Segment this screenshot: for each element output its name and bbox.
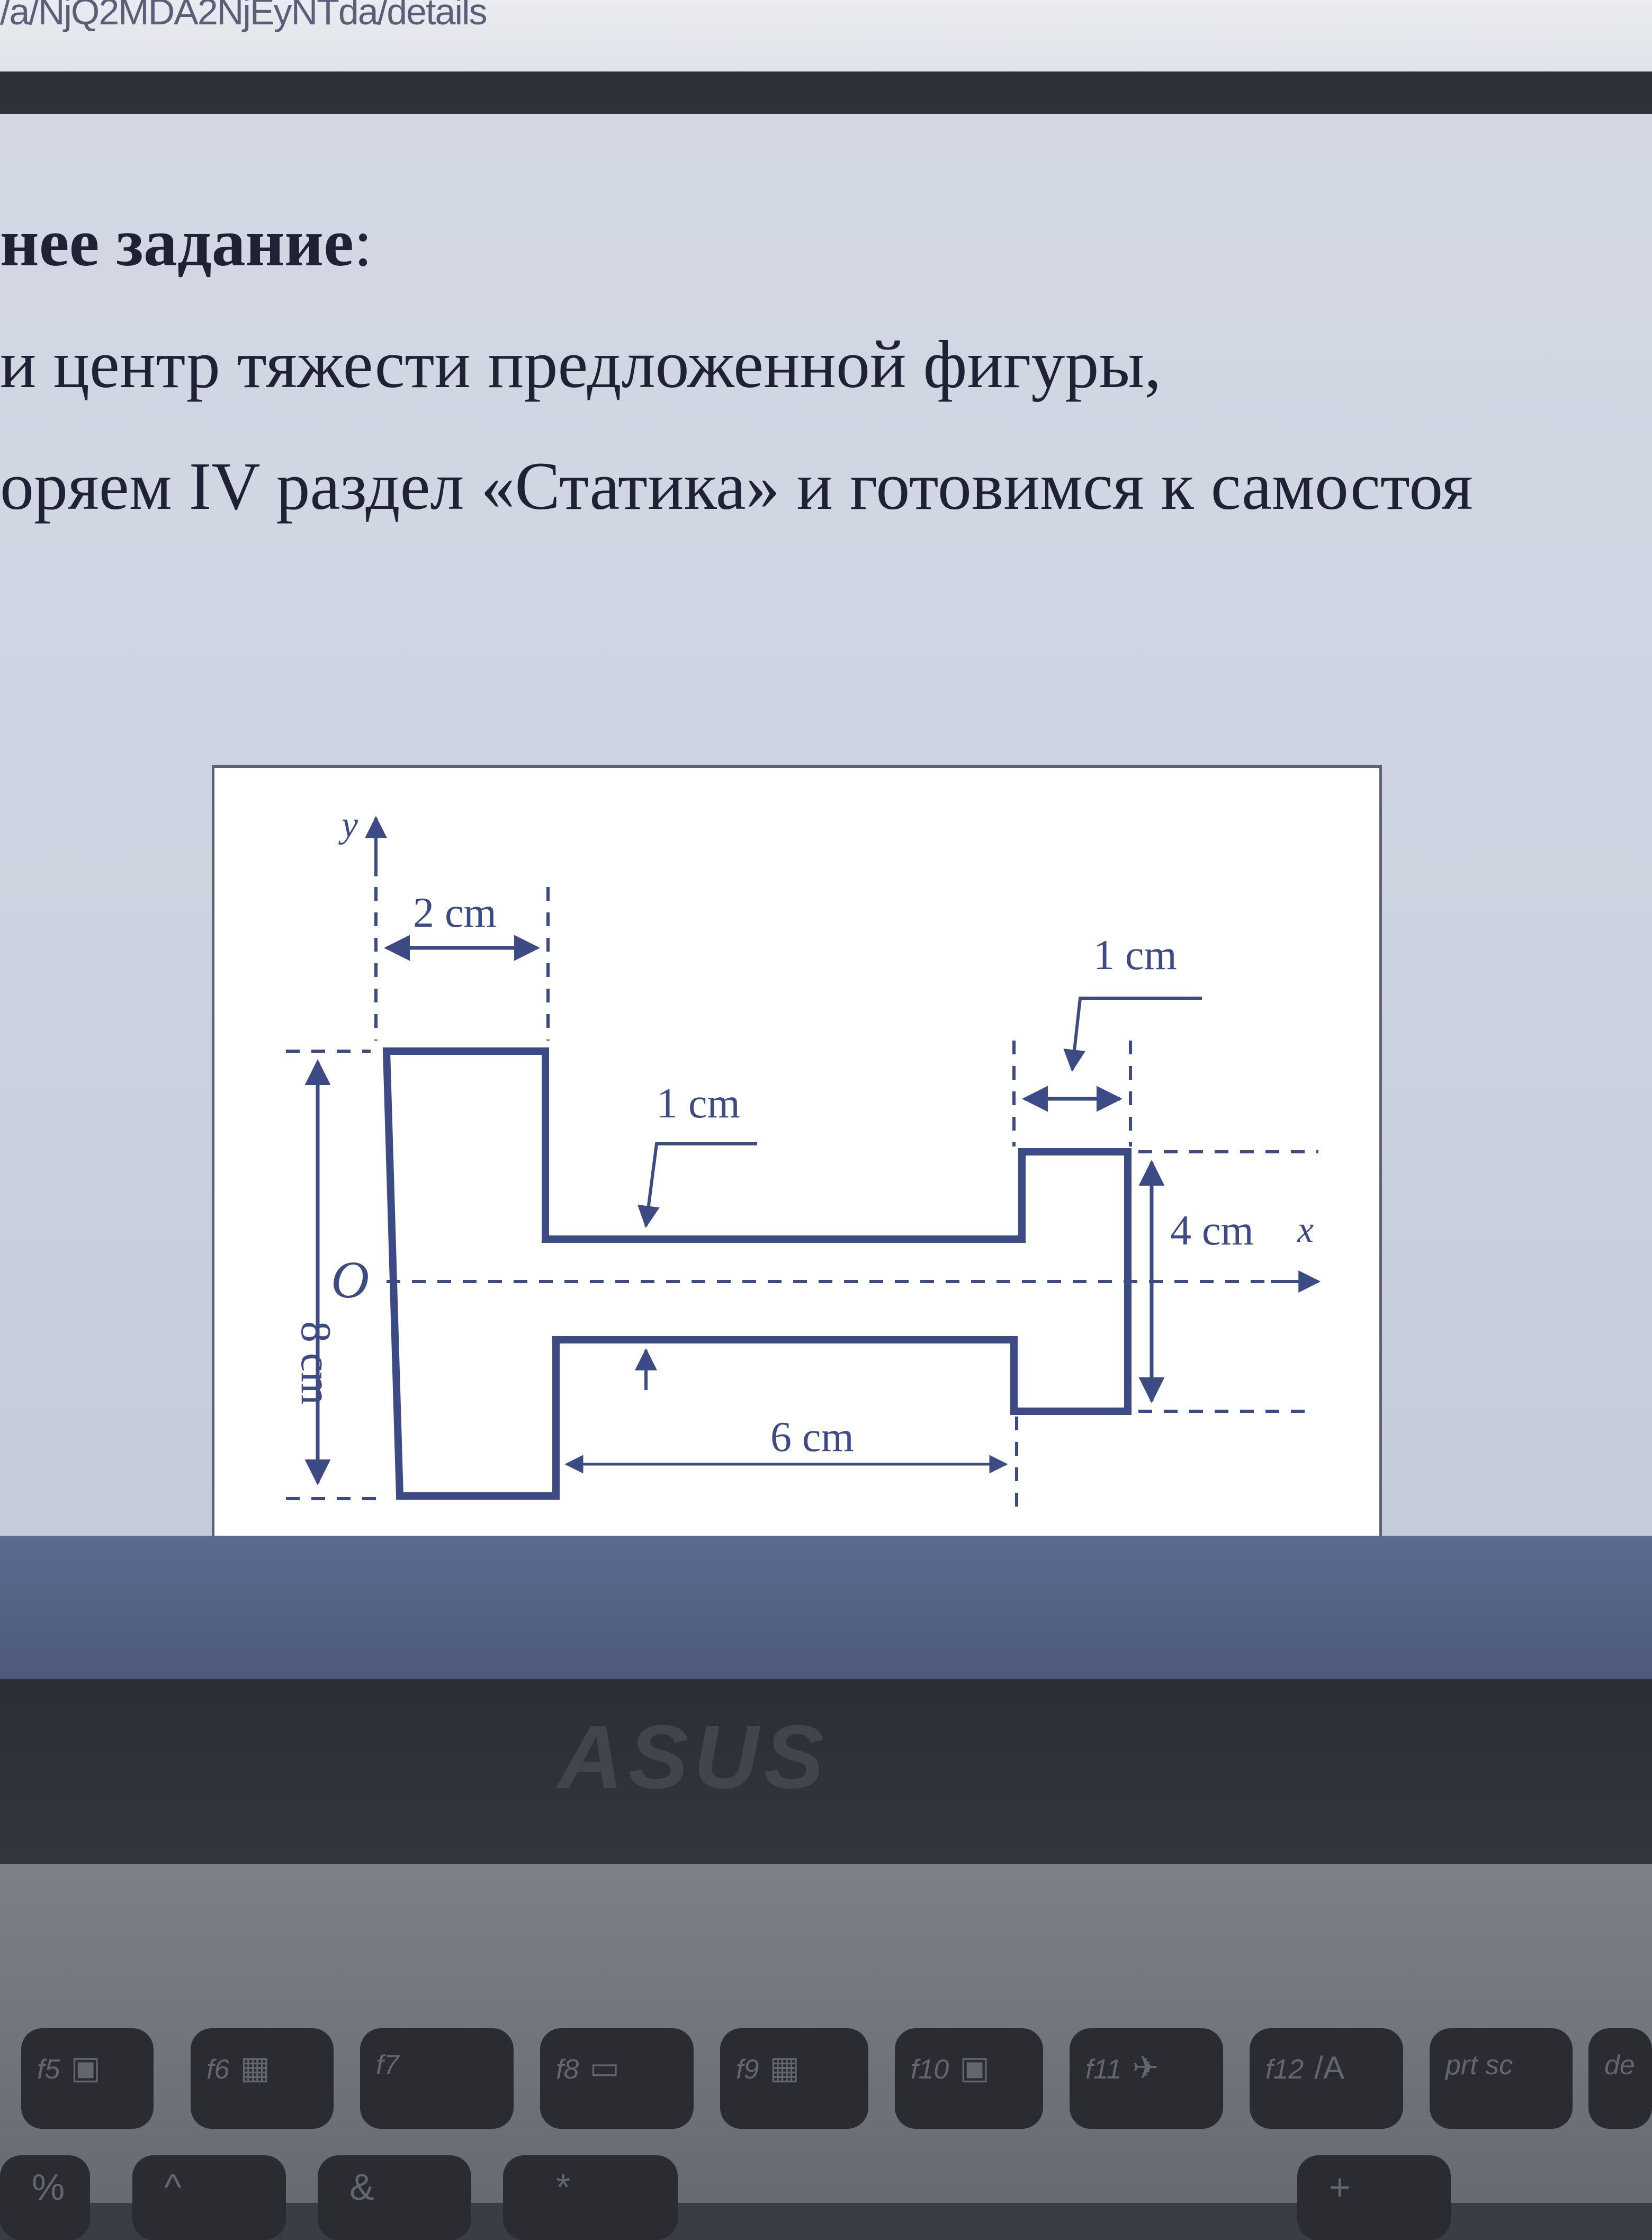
key-asterisk[interactable]: * — [524, 2155, 678, 2240]
key-f5[interactable]: f5▣ — [21, 2028, 154, 2129]
key-plus[interactable]: + — [1297, 2155, 1451, 2240]
dim-1cm-flange-leader — [1063, 997, 1202, 1072]
dim-2cm-label: 2 cm — [413, 890, 497, 936]
dim-1cm-web-label: 1 cm — [657, 1080, 740, 1127]
key-f6[interactable]: f6▦ — [191, 2028, 334, 2129]
key-prtsc[interactable]: prt sc — [1430, 2028, 1573, 2129]
dim-8cm-label: 8 cm — [292, 1321, 339, 1405]
key-f7[interactable]: f7 — [360, 2028, 514, 2129]
camera-icon: ▣ — [959, 2050, 990, 2085]
asus-logo: ASUS — [558, 1707, 830, 1807]
screen-bottom-area — [0, 1536, 1652, 1679]
dim-1cm-web-leader — [638, 1142, 757, 1229]
axis-x-label: x — [1297, 1209, 1314, 1250]
dim-6cm-label: 6 cm — [770, 1414, 854, 1461]
figure-frame — [212, 765, 1382, 1565]
display-switch-icon: ▭ — [589, 2050, 620, 2085]
key-f11[interactable]: f11✈ — [1070, 2028, 1223, 2129]
assignment-heading-colon: : — [353, 205, 373, 280]
statics-figure: y x O 2 cm 1 cm 1 cm 4 cm 6 cm 8 cm — [212, 765, 1382, 1565]
dashed-guides — [286, 887, 1318, 1507]
key-percent[interactable]: % — [0, 2155, 90, 2240]
task-line: и центр тяжести предложенной фигуры, — [0, 327, 1162, 402]
key-f8[interactable]: f8▭ — [540, 2028, 694, 2129]
camera-icon: ▣ — [70, 2050, 101, 2085]
dim-4cm-label: 4 cm — [1170, 1207, 1254, 1254]
laptop-bezel — [0, 1679, 1652, 1864]
key-f10[interactable]: f10▣ — [895, 2028, 1043, 2129]
key-caret[interactable]: ^ — [132, 2155, 286, 2240]
url-text[interactable]: /a/NjQ2MDA2NjEyNTda/details — [0, 0, 488, 32]
dim-1cm-flange-label: 1 cm — [1093, 932, 1177, 979]
airplane-mode-icon: ✈ — [1132, 2050, 1159, 2085]
origin-label: O — [331, 1250, 369, 1309]
crop-icon: ▦ — [240, 2050, 271, 2085]
key-f12[interactable]: f12/A — [1250, 2028, 1403, 2129]
key-ampersand[interactable]: & — [318, 2155, 471, 2240]
asus-icon: /A — [1314, 2050, 1344, 2085]
key-f9[interactable]: f9▦ — [720, 2028, 868, 2129]
page-content: нее задание: и центр тяжести предложенно… — [0, 114, 1652, 1565]
figure-svg: y x O 2 cm 1 cm 1 cm 4 cm 6 cm 8 cm — [212, 765, 1382, 1565]
key-delete[interactable]: de — [1588, 2028, 1652, 2129]
windows-lock-icon: ▦ — [769, 2050, 800, 2085]
assignment-heading-text: нее задание — [0, 205, 354, 280]
assignment-heading: нее задание: — [0, 204, 372, 282]
section-outline — [382, 1047, 1132, 1500]
browser-frame-edge — [0, 71, 1652, 117]
browser-address-bar[interactable]: /a/NjQ2MDA2NjEyNTda/details — [0, 0, 1652, 85]
axis-y-label: y — [338, 804, 358, 845]
review-line: оряем IV раздел «Статика» и готовимся к … — [0, 449, 1473, 524]
